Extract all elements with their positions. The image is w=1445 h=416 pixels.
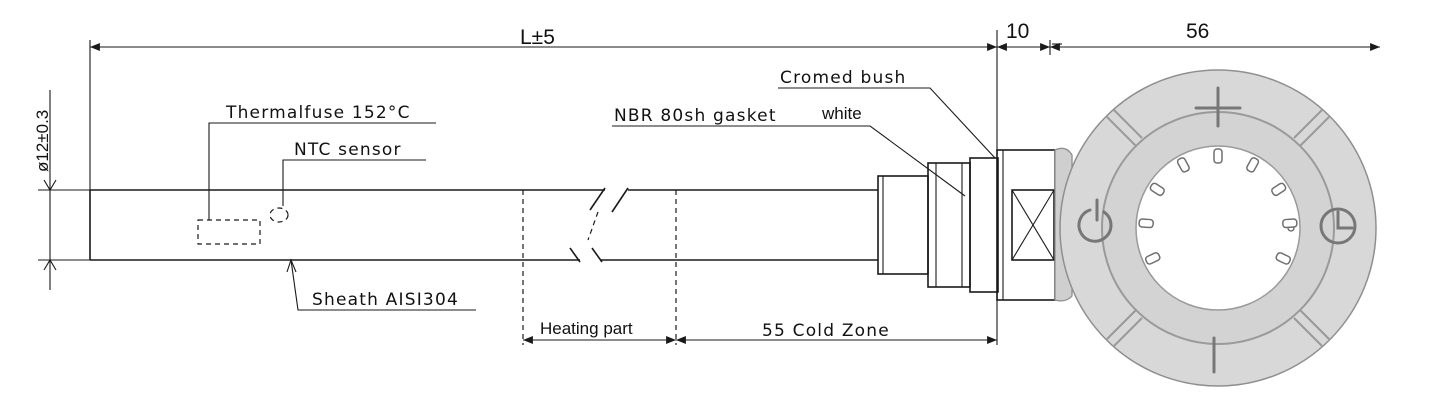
chromed-bush-label: Cromed bush <box>780 68 907 88</box>
led-segment <box>1144 252 1161 265</box>
diameter-label: ø12±0.3 <box>33 110 52 172</box>
led-segment <box>1275 252 1292 265</box>
led-segment <box>1246 157 1260 173</box>
thermalfuse-label: Thermalfuse 152°C <box>225 103 411 123</box>
gasket-callout: NBR 80sh gasket white <box>612 104 966 197</box>
thermalfuse: Thermalfuse 152°C <box>197 103 436 245</box>
led-segment <box>1149 182 1165 197</box>
led-segment <box>1271 182 1287 197</box>
ntc-sensor-label: NTC sensor <box>294 140 402 160</box>
dimension-diameter: ø12±0.3 <box>33 90 92 290</box>
dim-56-label: 56 <box>1186 20 1209 43</box>
led-segment <box>1176 157 1190 173</box>
plus-icon <box>1194 86 1242 128</box>
led-segment <box>1138 218 1154 229</box>
dim-10-label: 10 <box>1006 20 1029 43</box>
dimension-knob-width: 56 <box>1050 20 1380 51</box>
dimension-cold-zone: 55 Cold Zone <box>676 321 997 344</box>
led-segment <box>1213 148 1223 164</box>
power-icon <box>1077 198 1113 243</box>
sheath-tube <box>89 187 878 345</box>
cold-zone-label: 55 Cold Zone <box>762 321 890 341</box>
control-knob <box>1054 69 1377 387</box>
chromed-bush: Cromed bush <box>778 68 1056 301</box>
length-label: L±5 <box>520 26 555 49</box>
ntc-sensor: NTC sensor <box>269 140 426 223</box>
gasket-color-label: white <box>821 104 862 123</box>
heating-part-label: Heating part <box>540 319 633 338</box>
led-indicator-arc <box>1138 148 1298 265</box>
clock-icon <box>1319 207 1357 245</box>
dimension-heating-part: Heating part <box>523 319 676 344</box>
led-segment <box>1282 218 1298 229</box>
sheath-callout: Sheath AISI304 <box>286 258 476 311</box>
sheath-label: Sheath AISI304 <box>312 290 459 310</box>
threaded-fitting <box>877 157 999 293</box>
gasket-label: NBR 80sh gasket <box>614 106 777 126</box>
dimension-bush-width: 10 <box>997 20 1051 55</box>
